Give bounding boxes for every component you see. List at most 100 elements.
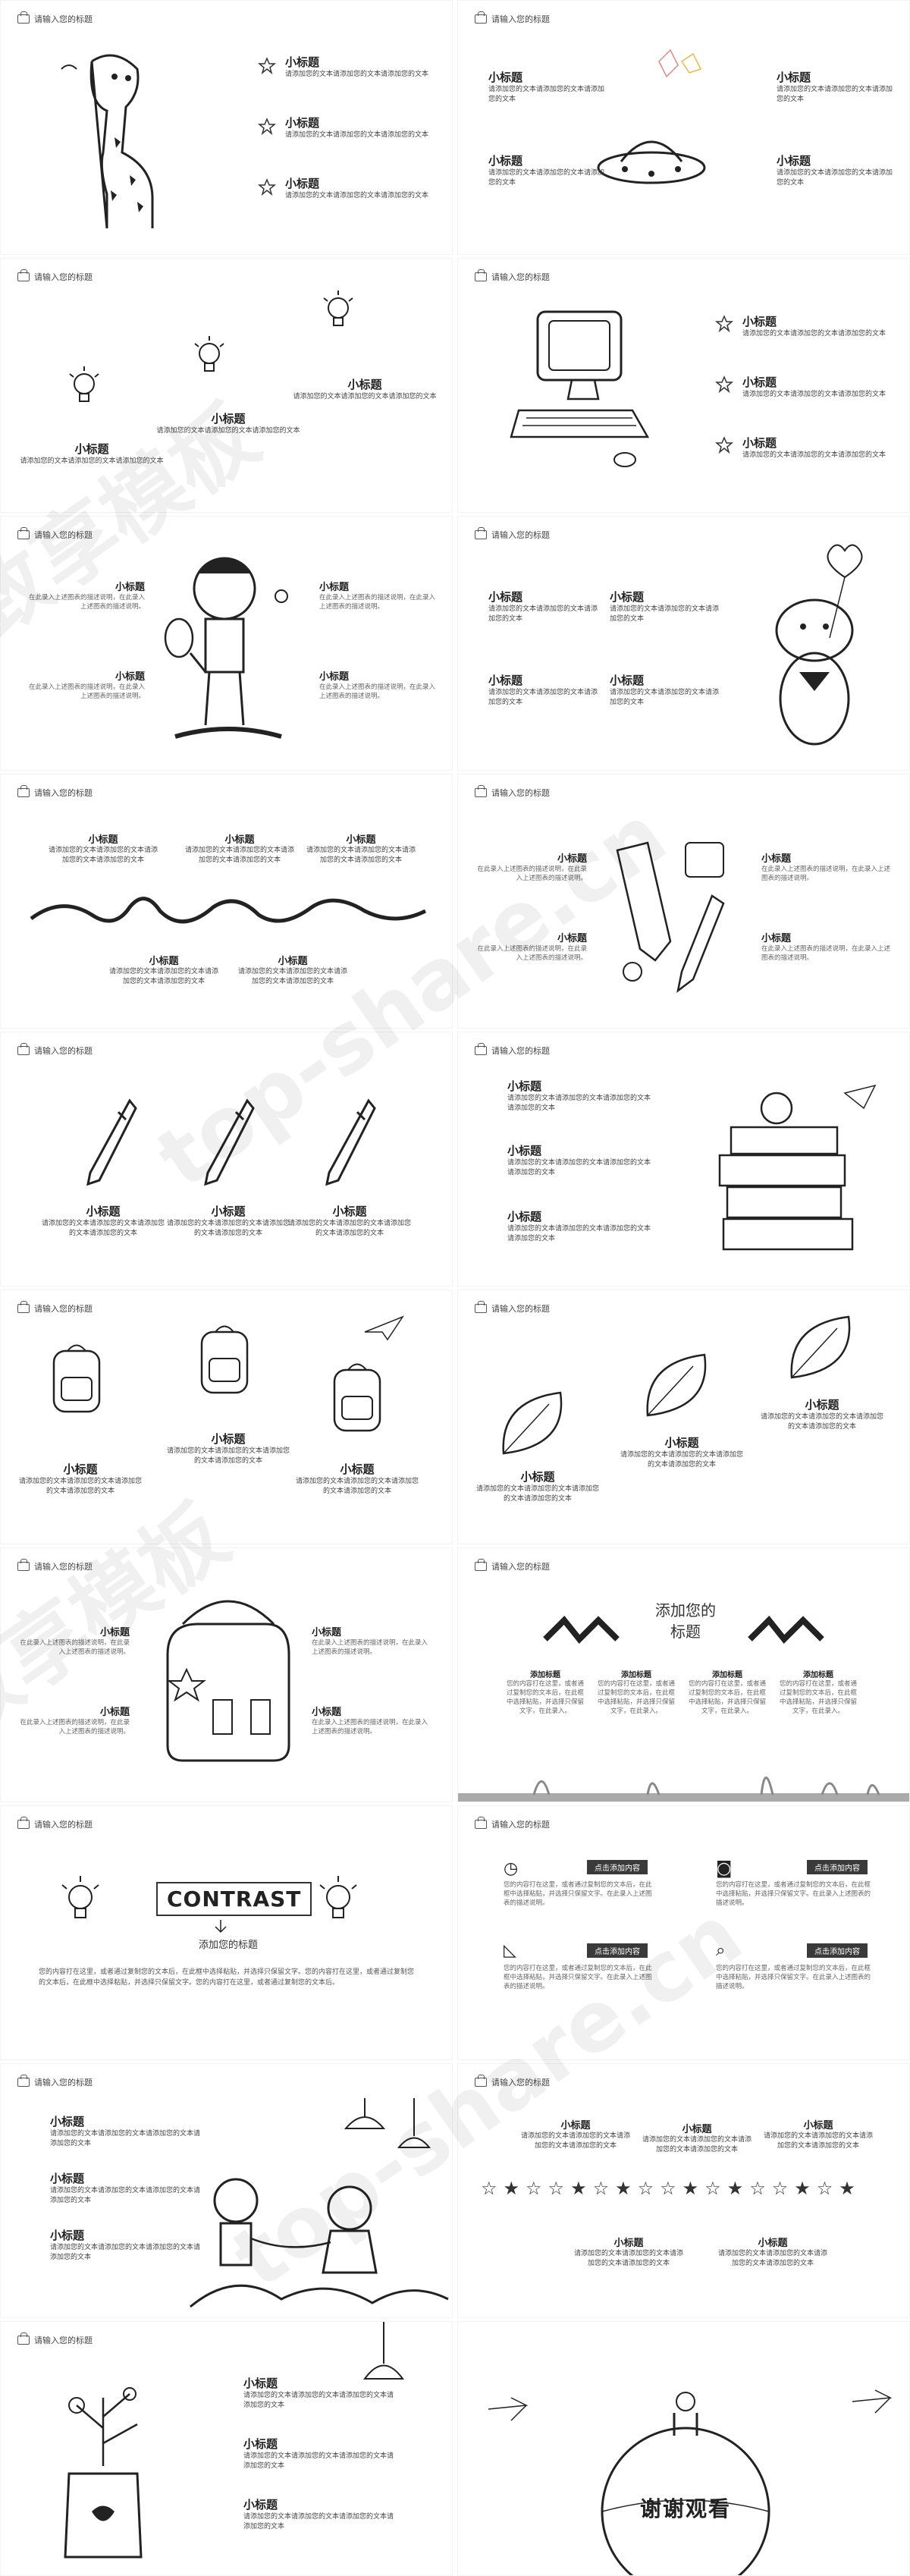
slide-3[interactable]: 请输入您的标题 小标题请添加您的文本请添加您的文本请添加您的文本 小标题请添加您…: [0, 258, 453, 513]
header-label: 请输入您的标题: [34, 1562, 93, 1572]
slide-7[interactable]: 请输入您的标题 小标题请添加您的文本请添加您的文本请添加您的文本请添加您的文本 …: [0, 774, 453, 1029]
leaf-icon: [502, 1391, 563, 1455]
item-body: 请添加您的文本请添加您的文本请添加您的文本请添加您的文本: [50, 2130, 201, 2147]
item-body: 请添加您的文本请添加您的文本请添加您的文本: [488, 86, 605, 103]
item-2: 小标题请添加您的文本请添加您的文本请添加您的文本: [152, 410, 304, 436]
item-body: 请添加您的文本请添加您的文本请添加您的文本请添加您的文本: [50, 2244, 201, 2261]
item-body: 请添加您的文本请添加您的文本请添加您的文本: [742, 451, 886, 459]
pill-3[interactable]: 点击添加内容: [587, 1943, 648, 1958]
slide-2[interactable]: 请输入您的标题 小标题请添加您的文本请添加您的文本请添加您的文本 小标题请添加您…: [457, 0, 910, 255]
item-title: 小标题: [99, 1707, 130, 1718]
item-body: 请添加您的文本请添加您的文本请添加您的文本请添加您的文本: [763, 2132, 873, 2150]
pill-4[interactable]: 点击添加内容: [807, 1943, 868, 1958]
item-1: 小标题请添加您的文本请添加您的文本请添加您的文本请添加您的文本: [39, 1203, 168, 1239]
header-label: 请输入您的标题: [491, 1046, 550, 1056]
item-right-2: 小标题在此录入上述图表的描述说明，在此录入上述图表的描述说明。: [319, 668, 441, 701]
item-3: 小标题请添加您的文本请添加您的文本请添加您的文本: [488, 672, 602, 708]
item-body: 请添加您的文本请添加您的文本请添加您的文本请添加您的文本: [306, 847, 416, 864]
pencil-icon: [86, 1098, 137, 1186]
slide-12[interactable]: 请输入您的标题 小标题请添加您的文本请添加您的文本请添加您的文本请添加您的文本 …: [457, 1290, 910, 1544]
slide-15[interactable]: 请输入您的标题 CONTRAST 添加您的标题 您的内容打在这里，或者通过复制您…: [0, 1805, 453, 2060]
header-label: 请输入您的标题: [34, 2078, 93, 2088]
slide-18[interactable]: 请输入您的标题 小标题请添加您的文本请添加您的文本请添加您的文本请添加您的文本 …: [457, 2063, 910, 2318]
slide-11[interactable]: 请输入您的标题 小标题请添加您的文本请添加您的文本请添加您的文本请添加您的文本 …: [0, 1290, 453, 1544]
books-apple-illustration: [718, 1084, 877, 1251]
star-icon: [257, 178, 277, 196]
item-2: 小标题请添加您的文本请添加您的文本请添加您的文本: [610, 589, 723, 624]
pill-1[interactable]: 点击添加内容: [587, 1859, 648, 1874]
item-body: 请添加您的文本请添加您的文本请添加您的文本请添加您的文本: [760, 1413, 883, 1431]
airplane-icon: [852, 2389, 893, 2414]
header-icon: [475, 1817, 487, 1829]
slide-19[interactable]: 请输入您的标题 小标题请添加您的文本请添加您的文本请添加您的文本请添加您的文本 …: [0, 2321, 453, 2576]
item-title: 小标题: [88, 834, 118, 846]
item-body: 请添加您的文本请添加您的文本请添加您的文本请添加您的文本: [475, 1485, 599, 1503]
item-1: 小标题请添加您的文本请添加您的文本请添加您的文本: [488, 589, 602, 624]
item-body: 请添加您的文本请添加您的文本请添加您的文本: [285, 131, 429, 139]
item-body: 请添加您的文本请添加您的文本请添加您的文本: [488, 169, 605, 187]
item-3: 小标题请添加您的文本请添加您的文本请添加您的文本请添加您的文本: [304, 831, 418, 865]
item-title: 小标题: [285, 177, 320, 190]
slide-5[interactable]: 请输入您的标题 小标题在此录入上述图表的描述说明，在此录入上述图表的描述说明。 …: [0, 516, 453, 771]
lightbulb-icon: [61, 1876, 99, 1918]
slide-17[interactable]: 请输入您的标题 小标题请添加您的文本请添加您的文本请添加您的文本请添加您的文本 …: [0, 2063, 453, 2318]
item-title: 小标题: [243, 2377, 278, 2390]
item-2: 小标题请添加您的文本请添加您的文本请添加您的文本请添加您的文本: [507, 1142, 651, 1178]
item-body: 请添加您的文本请添加您的文本请添加您的文本: [488, 689, 598, 706]
item-title: 小标题: [285, 116, 320, 130]
item-title: 小标题: [520, 1470, 555, 1484]
item-body: 在此录入上述图表的描述说明，在此录入上述图表的描述说明。: [20, 1719, 130, 1736]
item-body: 请添加您的文本请添加您的文本请添加您的文本: [156, 427, 300, 435]
item-2: 小标题请添加您的文本请添加您的文本请添加您的文本请添加您的文本: [164, 1203, 293, 1239]
item-title: 小标题: [805, 1398, 839, 1412]
header-icon: [17, 1559, 30, 1571]
slide-20[interactable]: 谢谢观看: [457, 2321, 910, 2576]
header-label: 请输入您的标题: [34, 788, 93, 798]
slide-16[interactable]: 请输入您的标题 ◷ 点击添加内容 您的内容打在这里，或者通过复制您的文本后，在此…: [457, 1805, 910, 2060]
item-body: 请添加您的文本请添加您的文本请添加您的文本: [293, 393, 437, 401]
col-body: 您的内容打在这里，或者通过复制您的文本后，在此框中选择粘贴，并选择只保留文字，在…: [506, 1680, 584, 1715]
item-1: 小标题请添加您的文本请添加您的文本请添加您的文本请添加您的文本: [50, 2113, 202, 2149]
star-icon: [257, 57, 277, 75]
star-icon: [714, 375, 734, 394]
header-label: 请输入您的标题: [34, 2336, 93, 2345]
item-4: 小标题请添加您的文本请添加您的文本请添加您的文本请添加您的文本: [107, 953, 221, 987]
item-body: 请添加您的文本请添加您的文本请添加您的文本请添加您的文本: [642, 2136, 752, 2153]
item-body: 请添加您的文本请添加您的文本请添加您的文本: [742, 330, 886, 338]
item-left-2: 小标题请添加您的文本请添加您的文本请添加您的文本: [488, 152, 610, 188]
header-label: 请输入您的标题: [34, 530, 93, 540]
col-title: 添加标题: [530, 1671, 560, 1679]
slide-header: 请输入您的标题: [475, 1301, 550, 1315]
item-title: 小标题: [319, 671, 350, 683]
slide-10[interactable]: 请输入您的标题 小标题请添加您的文本请添加您的文本请添加您的文本请添加您的文本 …: [457, 1032, 910, 1286]
slide-4[interactable]: 请输入您的标题 小标题请添加您的文本请添加您的文本请添加您的文本 小标题请添加您…: [457, 258, 910, 513]
slide-9[interactable]: 请输入您的标题 小标题请添加您的文本请添加您的文本请添加您的文本请添加您的文本 …: [0, 1032, 453, 1286]
item-3: 小标题请添加您的文本请添加您的文本请添加您的文本请添加您的文本: [507, 1208, 651, 1244]
item-title: 小标题: [682, 2124, 712, 2135]
slide-header: 请输入您的标题: [17, 11, 93, 25]
slide-14[interactable]: 请输入您的标题 添加您的 标题 添加标题您的内容打在这里，或者通过复制您的文本后…: [457, 1547, 910, 1802]
pill-label: 点击添加内容: [807, 1943, 868, 1958]
item-title: 小标题: [340, 1462, 375, 1476]
item-body: 请添加您的文本请添加您的文本请添加您的文本: [742, 391, 886, 398]
item-title: 小标题: [347, 378, 382, 391]
item-left-1: 小标题在此录入上述图表的描述说明，在此录入上述图表的描述说明。: [24, 579, 145, 611]
item-left-2: 小标题在此录入上述图表的描述说明，在此录入上述图表的描述说明。: [473, 930, 587, 963]
header-label: 请输入您的标题: [491, 2078, 550, 2088]
item-2: 小标题请添加您的文本请添加您的文本请添加您的文本请添加您的文本: [243, 2436, 395, 2471]
slide-8[interactable]: 请输入您的标题 小标题在此录入上述图表的描述说明，在此录入上述图表的描述说明。 …: [457, 774, 910, 1029]
pill-label: 点击添加内容: [807, 1860, 868, 1874]
item-title: 小标题: [761, 853, 792, 865]
star-icon: [257, 118, 277, 136]
contrast-label: CONTRAST: [156, 1882, 312, 1916]
item-title: 小标题: [312, 1707, 342, 1718]
slide-1[interactable]: 请输入您的标题 小标题请添加您的文本请添加您的文本请添加您的文本 小标题请添加您…: [0, 0, 453, 255]
backpack-icon: [52, 1344, 101, 1413]
slide-13[interactable]: 请输入您的标题 小标题在此录入上述图表的描述说明，在此录入上述图表的描述说明。 …: [0, 1547, 453, 1802]
slide-title: 添加您的 标题: [655, 1601, 716, 1641]
slide-6[interactable]: 请输入您的标题 小标题请添加您的文本请添加您的文本请添加您的文本 小标题请添加您…: [457, 516, 910, 771]
item-2: 小标题请添加您的文本请添加您的文本请添加您的文本请添加您的文本: [164, 1431, 293, 1466]
item-left-2: 小标题在此录入上述图表的描述说明，在此录入上述图表的描述说明。: [24, 668, 145, 701]
item-title: 小标题: [758, 2238, 788, 2249]
pill-2[interactable]: 点击添加内容: [807, 1859, 868, 1874]
